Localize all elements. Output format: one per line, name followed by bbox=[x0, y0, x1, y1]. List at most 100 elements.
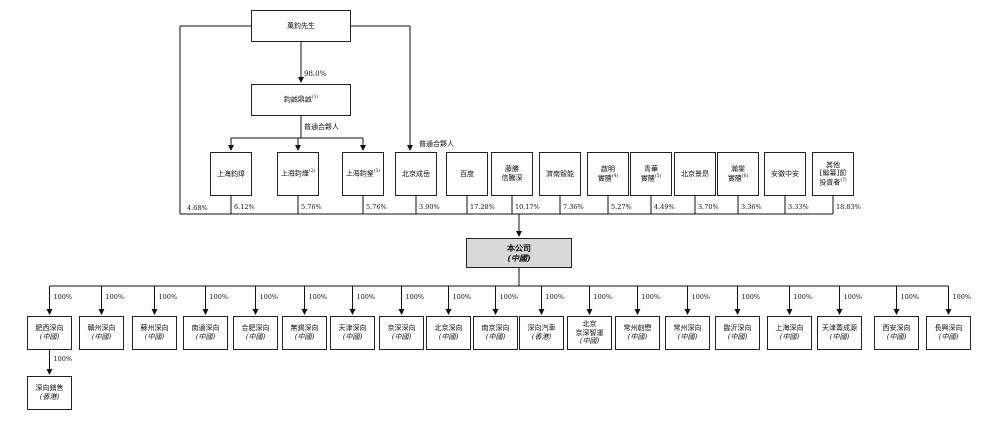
subsidiary-percent: 100% bbox=[308, 293, 328, 301]
subsidiary-percent: 100% bbox=[405, 293, 425, 301]
shareholder-percent: 5.27% bbox=[611, 203, 632, 211]
shareholder-percent: 18.83% bbox=[836, 203, 861, 211]
subsidiary-box-jurisdiction: (中國) bbox=[294, 333, 315, 341]
subsidiary-percent: 100% bbox=[452, 293, 472, 301]
subsidiary-box: 常州創懋(中國) bbox=[615, 316, 660, 350]
gp-label-1: 普通合夥人 bbox=[304, 123, 339, 131]
shareholder-box-line: 信騰深 bbox=[501, 174, 523, 182]
shareholder-box: 啟明實體(4) bbox=[587, 152, 629, 196]
shareholder-box-line: 百度 bbox=[460, 169, 474, 178]
gp-label-2: 普通合夥人 bbox=[419, 140, 454, 148]
shareholder-box: 上海鈞鋆(3) bbox=[342, 152, 384, 196]
shareholder-box-note: (3) bbox=[373, 169, 381, 175]
shareholder-box-note: (5) bbox=[654, 173, 662, 179]
subsidiary-percent: 100% bbox=[843, 293, 863, 301]
subsidiary-box-line: 南通深向 bbox=[191, 324, 220, 333]
subsidiary-box: 蘇州深向(中國) bbox=[132, 316, 177, 350]
subsidiary-box-line: 京深智運 bbox=[575, 328, 604, 337]
general-partner-box: 鈞誠鼎誠(1) bbox=[251, 84, 351, 116]
subsidiary-percent: 100% bbox=[158, 293, 178, 301]
subsidiary-box: 北京深向(中國) bbox=[426, 316, 471, 350]
subsidiary-percent: 100% bbox=[53, 293, 73, 301]
subsidiary-percent: 100% bbox=[793, 293, 813, 301]
subsidiary-percent: 100% bbox=[259, 293, 279, 301]
shareholder-box-note: (7) bbox=[840, 178, 847, 184]
subsidiary-box: 肥西深向(中國) bbox=[27, 316, 72, 350]
shareholder-box-line: 上海鈞煒 bbox=[217, 169, 245, 178]
subsidiary-box-line: 南京深向 bbox=[481, 324, 510, 333]
shareholder-percent: 5.76% bbox=[301, 203, 322, 211]
shareholder-box: 青華實體(5) bbox=[630, 152, 672, 196]
shareholder-box: 藤勝信騰深 bbox=[491, 152, 533, 196]
shareholder-percent: 3.90% bbox=[419, 203, 440, 211]
shareholder-percent: 3.70% bbox=[698, 203, 719, 211]
subsidiary-percent: 100% bbox=[356, 293, 376, 301]
subsidiary-box-jurisdiction: (中國) bbox=[627, 333, 648, 341]
shareholder-box-line: 實體(5) bbox=[640, 173, 662, 183]
subsidiary-box: 京深深向(中國) bbox=[379, 316, 424, 350]
shareholder-box-line: 實體(4) bbox=[597, 173, 619, 183]
subsidiary-box-line: 京深深向 bbox=[387, 324, 416, 333]
subsidiary-box-jurisdiction: (中國) bbox=[195, 333, 216, 341]
shareholder-box-line: [編纂]前 bbox=[819, 169, 847, 178]
shareholder-box-line: 其他 bbox=[826, 160, 840, 169]
subsidiary-box-jurisdiction: (香港) bbox=[531, 333, 552, 341]
grandchild-percent: 100% bbox=[53, 355, 73, 363]
subsidiary-percent: 100% bbox=[691, 293, 711, 301]
subsidiary-box-jurisdiction: (中國) bbox=[438, 333, 459, 341]
subsidiary-box-line: 蘇州深向 bbox=[140, 324, 169, 333]
founder-box: 萬鈞先生 bbox=[251, 10, 351, 42]
shareholder-percent: 3.36% bbox=[741, 203, 762, 211]
shareholder-box: 瀚棠實體(6) bbox=[717, 152, 759, 196]
subsidiary-box-jurisdiction: (中國) bbox=[245, 333, 266, 341]
shareholder-box: 其他[編纂]前投資者(7) bbox=[812, 152, 854, 196]
subsidiary-box: 贛州深向(中國) bbox=[79, 316, 124, 350]
subsidiary-percent: 100% bbox=[105, 293, 125, 301]
grandchild-box-line: 深向銷售 bbox=[35, 384, 64, 393]
subsidiary-box: 深向汽車(香港) bbox=[519, 316, 564, 350]
shareholder-percent: 3.33% bbox=[788, 203, 809, 211]
subsidiary-box: 南京深向(中國) bbox=[473, 316, 518, 350]
subsidiary-box-jurisdiction: (中國) bbox=[579, 337, 600, 346]
general-partner-name: 鈞誠鼎誠(1) bbox=[283, 95, 319, 104]
subsidiary-box-line: 長興深向 bbox=[934, 324, 963, 333]
shareholder-box: 百度 bbox=[446, 152, 488, 196]
subsidiary-percent: 100% bbox=[499, 293, 519, 301]
subsidiary-box: 無錫深向(中國) bbox=[282, 316, 327, 350]
shareholder-box-line: 投資者(7) bbox=[819, 178, 847, 187]
subsidiary-box-jurisdiction: (中國) bbox=[91, 333, 112, 341]
subsidiary-box: 長興深向(中國) bbox=[926, 316, 971, 350]
shareholder-box-note: (6) bbox=[741, 173, 749, 179]
subsidiary-box-jurisdiction: (中國) bbox=[727, 333, 748, 341]
shareholder-box: 安徽中安 bbox=[764, 152, 806, 196]
shareholder-box-line: 實體(6) bbox=[727, 173, 749, 183]
shareholder-box-line: 安徽中安 bbox=[771, 169, 799, 178]
subsidiary-box-line: 合肥深向 bbox=[241, 324, 270, 333]
subsidiary-percent: 100% bbox=[741, 293, 761, 301]
subsidiary-box-jurisdiction: (中國) bbox=[829, 333, 850, 341]
subsidiary-box: 西安深向(中國) bbox=[874, 316, 919, 350]
subsidiary-box: 天津菁成源(中國) bbox=[817, 316, 862, 350]
subsidiary-box-line: 北京 bbox=[582, 319, 597, 328]
subsidiary-percent: 100% bbox=[593, 293, 613, 301]
founder-name: 萬鈞先生 bbox=[287, 21, 315, 30]
subsidiary-box-line: 無錫深向 bbox=[290, 324, 319, 333]
subsidiary-box-line: 常州深向 bbox=[673, 324, 702, 333]
subsidiary-percent: 100% bbox=[641, 293, 661, 301]
founder-to-gp-percent: 98.0% bbox=[304, 70, 327, 78]
subsidiary-box-jurisdiction: (中國) bbox=[938, 333, 959, 341]
subsidiary-box: 臨沂深向(中國) bbox=[715, 316, 760, 350]
subsidiary-box-line: 肥西深向 bbox=[35, 324, 64, 333]
subsidiary-box-line: 天津深向 bbox=[338, 324, 367, 333]
company-jurisdiction: (中國) bbox=[507, 253, 531, 263]
shareholder-box-line: 上海鈞鋆(3) bbox=[345, 169, 381, 178]
shareholder-box-line: 上海鈞燁(2) bbox=[280, 169, 316, 178]
subsidiary-box-jurisdiction: (中國) bbox=[391, 333, 412, 341]
subsidiary-box: 天津深向(中國) bbox=[330, 316, 375, 350]
subsidiary-box-jurisdiction: (中國) bbox=[144, 333, 165, 341]
subsidiary-percent: 100% bbox=[900, 293, 920, 301]
subsidiary-percent: 100% bbox=[209, 293, 229, 301]
subsidiary-box-jurisdiction: (中國) bbox=[342, 333, 363, 341]
subsidiary-box: 北京京深智運(中國) bbox=[567, 316, 612, 350]
